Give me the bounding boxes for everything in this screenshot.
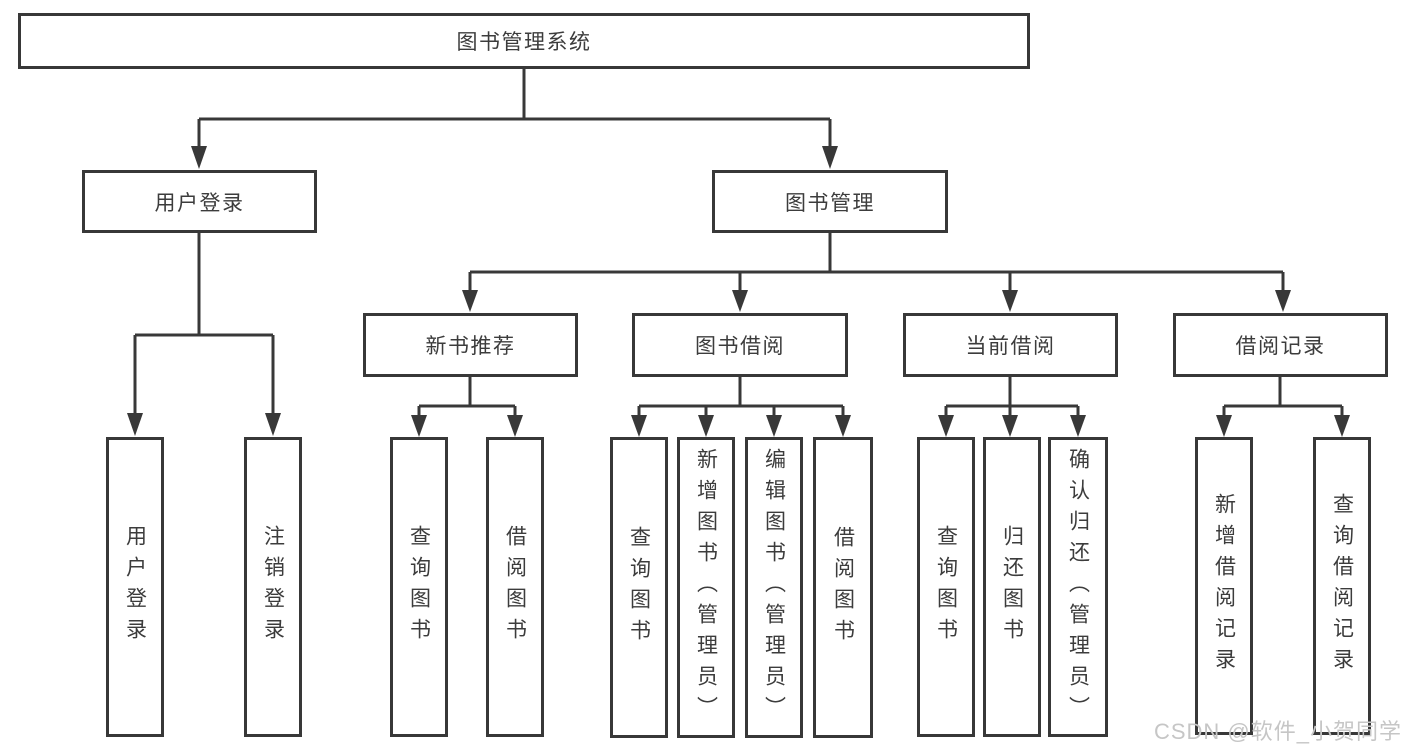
node-new-book-recommend: 新书推荐 — [363, 313, 578, 377]
leaf-query-book-2: 查询图书 — [610, 437, 668, 738]
leaf-query-book-1: 查询图书 — [390, 437, 448, 737]
leaf-logout: 注销登录 — [244, 437, 302, 737]
node-book-borrow: 图书借阅 — [632, 313, 848, 377]
leaf-add-borrow-record: 新增借阅记录 — [1195, 437, 1253, 735]
leaf-add-book-admin: 新增图书（管理员） — [677, 437, 735, 738]
node-current-borrow: 当前借阅 — [903, 313, 1118, 377]
node-label: 编辑图书（管理员） — [762, 448, 786, 727]
node-label: 查询图书 — [934, 525, 958, 649]
node-label: 新书推荐 — [425, 335, 516, 358]
node-borrow-record: 借阅记录 — [1173, 313, 1388, 377]
edge-borrow-record-branches — [1216, 377, 1350, 437]
edge-new-book-branches — [411, 377, 523, 437]
edge-book-management-branches — [462, 233, 1291, 312]
node-label: 借阅记录 — [1235, 335, 1326, 358]
leaf-borrow-book-2: 借阅图书 — [813, 437, 873, 738]
leaf-return-book: 归还图书 — [983, 437, 1041, 737]
leaf-query-borrow-record: 查询借阅记录 — [1313, 437, 1371, 735]
node-label: 查询图书 — [627, 525, 651, 650]
node-label: 借阅图书 — [831, 525, 855, 650]
node-label: 查询借阅记录 — [1330, 493, 1354, 679]
node-label: 用户登录 — [154, 191, 245, 215]
node-label: 图书借阅 — [695, 335, 785, 358]
edge-book-borrow-branches — [631, 377, 851, 437]
node-label: 借阅图书 — [503, 525, 527, 649]
node-label: 确认归还（管理员） — [1066, 447, 1090, 727]
node-label: 新增图书（管理员） — [694, 448, 718, 727]
node-label: 查询图书 — [407, 525, 431, 649]
leaf-borrow-book-1: 借阅图书 — [486, 437, 544, 737]
node-label: 新增借阅记录 — [1212, 493, 1236, 679]
node-book-management: 图书管理 — [712, 170, 948, 233]
edge-current-borrow-branches — [938, 377, 1086, 437]
leaf-edit-book-admin: 编辑图书（管理员） — [745, 437, 803, 738]
leaf-query-book-3: 查询图书 — [917, 437, 975, 737]
leaf-user-login: 用户登录 — [106, 437, 164, 737]
node-user-login: 用户登录 — [82, 170, 317, 233]
leaf-confirm-return-admin: 确认归还（管理员） — [1048, 437, 1108, 737]
node-label: 注销登录 — [261, 525, 285, 649]
node-label: 当前借阅 — [965, 335, 1056, 358]
edge-root-branches — [191, 69, 838, 169]
node-root-system: 图书管理系统 — [18, 13, 1030, 69]
node-label: 图书管理系统 — [456, 31, 592, 54]
node-label: 归还图书 — [1000, 525, 1024, 649]
edge-user-login-branches — [127, 233, 281, 436]
node-label: 用户登录 — [123, 525, 147, 649]
csdn-watermark: CSDN @软件_小贺同学 — [1153, 719, 1402, 744]
node-label: 图书管理 — [785, 191, 875, 215]
